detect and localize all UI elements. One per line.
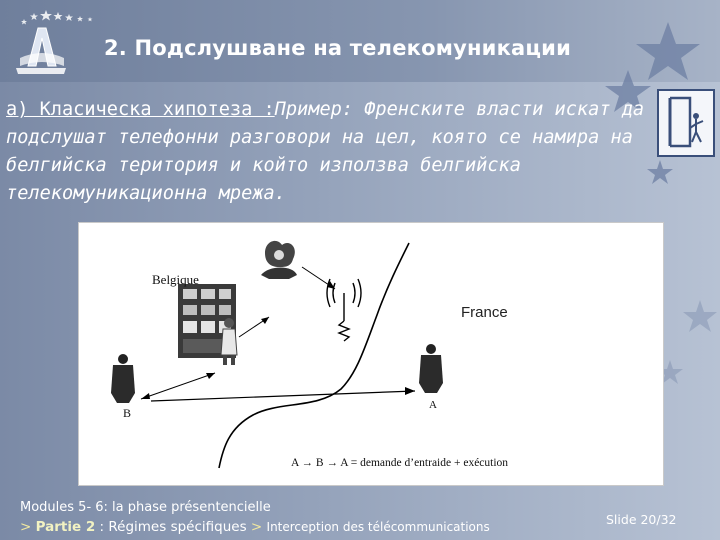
hypothesis-heading: а) Класическа хипотеза :	[6, 99, 275, 120]
diagram-graphics	[111, 240, 443, 469]
caller-person-icon	[261, 240, 297, 279]
breadcrumb-sub-marker: >	[250, 519, 263, 535]
antenna-icon	[326, 278, 362, 342]
breadcrumb-part-title: : Régimes spécifiques	[99, 519, 247, 535]
example-text: Пример: Френските власти искат да подслу…	[6, 99, 645, 204]
breadcrumb-part[interactable]: Partie 2	[35, 519, 96, 535]
breadcrumb-marker: >	[20, 519, 32, 535]
b-to-a-arrow	[150, 390, 416, 402]
interception-diagram: Belgique France A B A → B → A = demande …	[78, 222, 664, 486]
breadcrumb-subtitle[interactable]: Interception des télécommunications	[266, 520, 490, 534]
person-b-icon	[111, 354, 135, 403]
header-band	[0, 0, 720, 82]
footer-modules: Modules 5- 6: la phase présentencielle	[20, 500, 271, 515]
label-france: France	[461, 304, 508, 321]
label-point-a: A	[429, 399, 437, 411]
person-a-icon	[419, 344, 443, 393]
footer-breadcrumb: > Partie 2 : Régimes spécifiques > Inter…	[20, 519, 490, 535]
slide-number: Slide 20/32	[606, 512, 677, 527]
b-to-center-arrow	[140, 372, 216, 400]
slide-title: 2. Подслушване на телекомуникации	[104, 36, 572, 60]
body-paragraph: а) Класическа хипотеза :Пример: Френскит…	[6, 96, 646, 208]
label-belgique: Belgique	[152, 272, 199, 287]
border-line	[218, 242, 410, 469]
diagram-caption: A → B → A = demande d’entraide + exécuti…	[291, 457, 509, 469]
technician-icon	[220, 318, 238, 365]
navigation-door-icon[interactable]	[656, 88, 716, 158]
institution-logo	[16, 10, 93, 74]
label-point-b: B	[123, 406, 132, 420]
